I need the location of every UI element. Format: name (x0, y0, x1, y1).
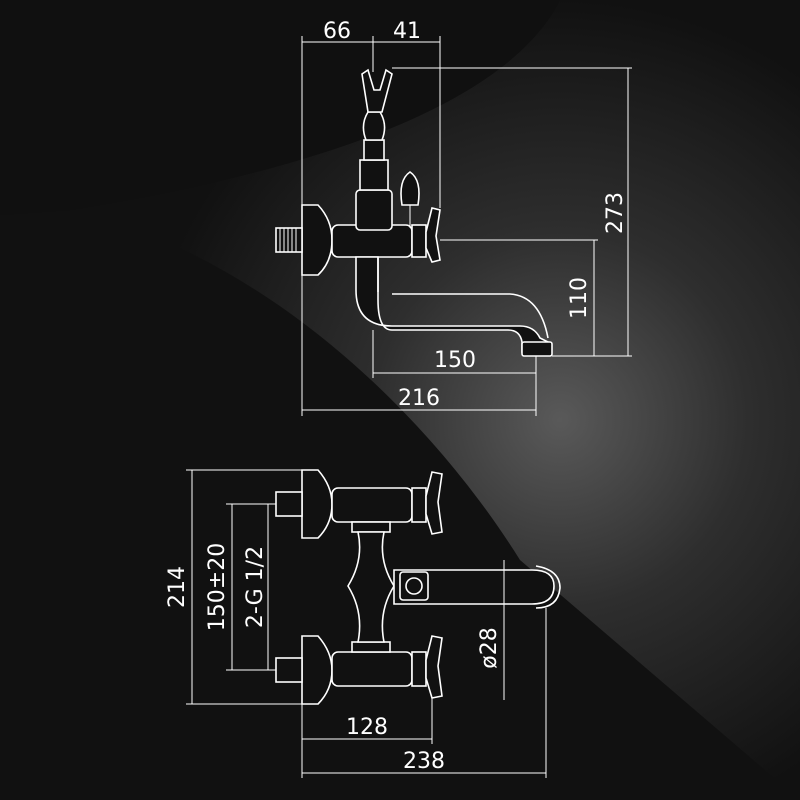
top-spout (393, 569, 555, 605)
top-diverter (399, 571, 429, 601)
top-diverter-knob (405, 577, 423, 595)
top-valve-upper (331, 487, 413, 523)
top-cross-handle-upper (425, 471, 443, 535)
dim-28: ø28 (477, 627, 502, 668)
top-cross-handle-lower (425, 635, 443, 699)
dim-110: 110 (567, 277, 592, 319)
dim-214: 214 (165, 566, 190, 608)
side-column-nut (359, 159, 389, 191)
side-column-collar (363, 139, 385, 161)
side-column-lower (355, 189, 393, 231)
top-valve-nut-upper (411, 487, 427, 523)
dim-273: 273 (603, 192, 628, 234)
dim-thread: 2-G 1/2 (243, 546, 268, 628)
top-column (347, 531, 395, 643)
top-inlet-upper (275, 491, 303, 517)
dim-41: 41 (393, 19, 421, 44)
background-glow (70, 0, 800, 800)
top-inlet-lower (275, 657, 303, 683)
dim-66: 66 (323, 19, 351, 44)
top-valve-lower (331, 651, 413, 687)
top-column-cap-upper (351, 521, 391, 533)
dim-238: 238 (403, 749, 445, 774)
side-valve-nut (411, 224, 427, 258)
side-shower-holder (361, 68, 393, 113)
dim-150-20: 150±20 (205, 543, 230, 631)
top-valve-nut-lower (411, 651, 427, 687)
dim-150: 150 (434, 348, 476, 373)
top-view: 214 150±20 2-G 1/2 ø28 128 238 (165, 469, 561, 778)
background-dark-corner (0, 0, 560, 215)
top-column-cap-lower (351, 641, 391, 653)
side-column-neck (362, 111, 386, 141)
side-diverter-knob (400, 171, 420, 206)
side-spout-inner (392, 293, 549, 339)
dim-216: 216 (398, 386, 440, 411)
top-spout-end (535, 565, 561, 609)
side-inlet-thread-lines (279, 228, 297, 252)
side-spout-tip (521, 341, 553, 357)
side-cross-handle (425, 207, 441, 263)
side-view: 66 41 273 110 150 216 (275, 19, 632, 416)
dim-128: 128 (346, 715, 388, 740)
